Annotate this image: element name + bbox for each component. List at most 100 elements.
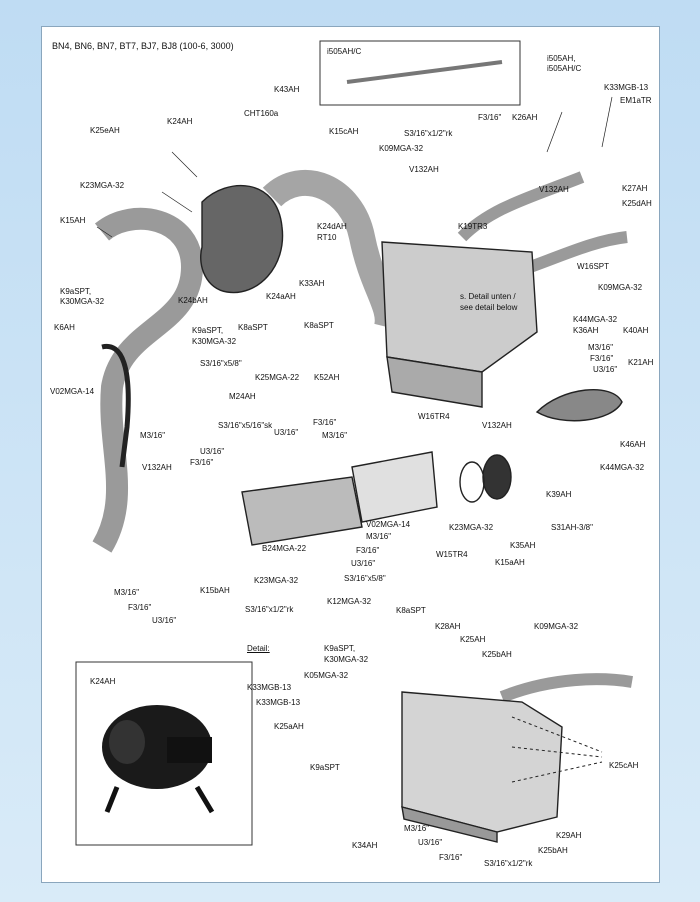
k24ah-photo: [102, 705, 215, 814]
part-label: K52AH: [314, 373, 340, 382]
part-label: M3/16": [140, 431, 166, 440]
part-label: S3/16"x1/2"rk: [484, 859, 533, 868]
part-label: K19TR3: [458, 222, 488, 231]
part-label: K15aAH: [495, 558, 525, 567]
part-label: W15TR4: [436, 550, 468, 559]
part-label: W16TR4: [418, 412, 450, 421]
part-label: K9aSPT,: [60, 287, 92, 296]
hose-k43ah: [262, 169, 401, 331]
part-label: K40AH: [623, 326, 649, 335]
ring-k23mga: [459, 461, 485, 503]
part-label: M24AH: [229, 392, 256, 401]
part-label: F3/16": [313, 418, 337, 427]
part-label: M3/16": [588, 343, 614, 352]
part-label: K24bAH: [178, 296, 208, 305]
part-label: K09MGA-32: [534, 622, 579, 631]
part-label: K25bAH: [482, 650, 512, 659]
detail-heater-box: [401, 691, 563, 833]
part-label: V132AH: [539, 185, 569, 194]
part-label: V132AH: [482, 421, 512, 430]
part-label: K34AH: [352, 841, 378, 850]
part-label: K33MGB-13: [604, 83, 649, 92]
rod-i505ah: [346, 60, 503, 84]
part-label: i505AH/C: [547, 64, 582, 73]
part-label: M3/16": [114, 588, 140, 597]
part-label: K44MGA-32: [573, 315, 618, 324]
heater-assembly-drawing: [75, 40, 633, 846]
part-label: F3/16": [356, 546, 380, 555]
part-label: U3/16": [351, 559, 376, 568]
part-label: K6AH: [54, 323, 75, 332]
hose-k09mga-detail: [499, 673, 633, 703]
part-label: K46AH: [620, 440, 646, 449]
part-label: K30MGA-32: [192, 337, 237, 346]
part-label: M3/16": [366, 532, 392, 541]
heater-box: [381, 241, 538, 373]
part-label: K23MGA-32: [449, 523, 494, 532]
part-label: K8aSPT: [304, 321, 334, 330]
part-label: S3/16"x5/8": [200, 359, 242, 368]
part-label: M3/16": [322, 431, 348, 440]
part-label: W16SPT: [577, 262, 610, 271]
part-label: K25bAH: [538, 846, 568, 855]
part-label: K8aSPT: [396, 606, 426, 615]
part-label: S3/16"x5/8": [344, 574, 386, 583]
part-label: F3/16": [128, 603, 152, 612]
part-label: K30MGA-32: [324, 655, 369, 664]
header: BN4, BN6, BN7, BT7, BJ7, BJ8 (100-6, 300…: [52, 41, 234, 51]
part-label: F3/16": [439, 853, 463, 862]
part-label: S3/16"x5/16"sk: [218, 421, 273, 430]
part-label: i505AH,: [547, 54, 576, 63]
part-label: V132AH: [142, 463, 172, 472]
part-label: K12MGA-32: [327, 597, 372, 606]
note-detail-1: s. Detail unten /: [460, 292, 516, 301]
part-label: K21AH: [628, 358, 654, 367]
part-label: RT10: [317, 233, 337, 242]
bracket-k6ah: [101, 343, 131, 468]
part-label: F3/16": [590, 354, 614, 363]
part-label: K9aSPT: [310, 763, 340, 772]
part-label: K15bAH: [200, 586, 230, 595]
part-label: F3/16": [478, 113, 502, 122]
tube-k15aah: [351, 451, 438, 523]
part-label: K24aAH: [266, 292, 296, 301]
part-label: V02MGA-14: [366, 520, 411, 529]
part-label: K33MGB-13: [256, 698, 301, 707]
part-label: K33AH: [299, 279, 325, 288]
part-label: K25aAH: [274, 722, 304, 731]
part-label: B24MGA-22: [262, 544, 307, 553]
hose-k09mga-top: [457, 171, 585, 242]
part-label: U3/16": [418, 838, 443, 847]
part-label: K26AH: [512, 113, 538, 122]
note-detail-2: see detail below: [460, 303, 518, 312]
part-label: K25AH: [460, 635, 486, 644]
part-label: K15AH: [60, 216, 86, 225]
part-label: K25eAH: [90, 126, 120, 135]
part-label: EM1aTR: [620, 96, 652, 105]
part-label: K24AH: [167, 117, 193, 126]
part-label: V02MGA-14: [50, 387, 95, 396]
part-label: K23MGA-32: [254, 576, 299, 585]
flap-k46ah: [535, 389, 623, 422]
ring-k35ah: [482, 454, 512, 500]
detail-label: Detail:: [247, 644, 270, 653]
blower-k24ah: [200, 184, 284, 294]
part-label: K36AH: [573, 326, 599, 335]
part-label: F3/16": [190, 458, 214, 467]
part-label: CHT160a: [244, 109, 279, 118]
part-label: K09MGA-32: [379, 144, 424, 153]
part-label: K33MGB-13: [247, 683, 292, 692]
part-label: K8aSPT: [238, 323, 268, 332]
part-label: K05MGA-32: [304, 671, 349, 680]
part-label: K44MGA-32: [600, 463, 645, 472]
part-label: K25cAH: [609, 761, 639, 770]
tube-k12mga: [241, 476, 363, 546]
part-label: K25MGA-22: [255, 373, 300, 382]
part-label: K24dAH: [317, 222, 347, 231]
inset-top-title: i505AH/C: [327, 47, 362, 56]
part-label: K09MGA-32: [598, 283, 643, 292]
part-label: U3/16": [200, 447, 225, 456]
part-label: S3/16"x1/2"rk: [404, 129, 453, 138]
parts-diagram-page: BN4, BN6, BN7, BT7, BJ7, BJ8 (100-6, 300…: [41, 26, 660, 883]
part-label: U3/16": [593, 365, 618, 374]
